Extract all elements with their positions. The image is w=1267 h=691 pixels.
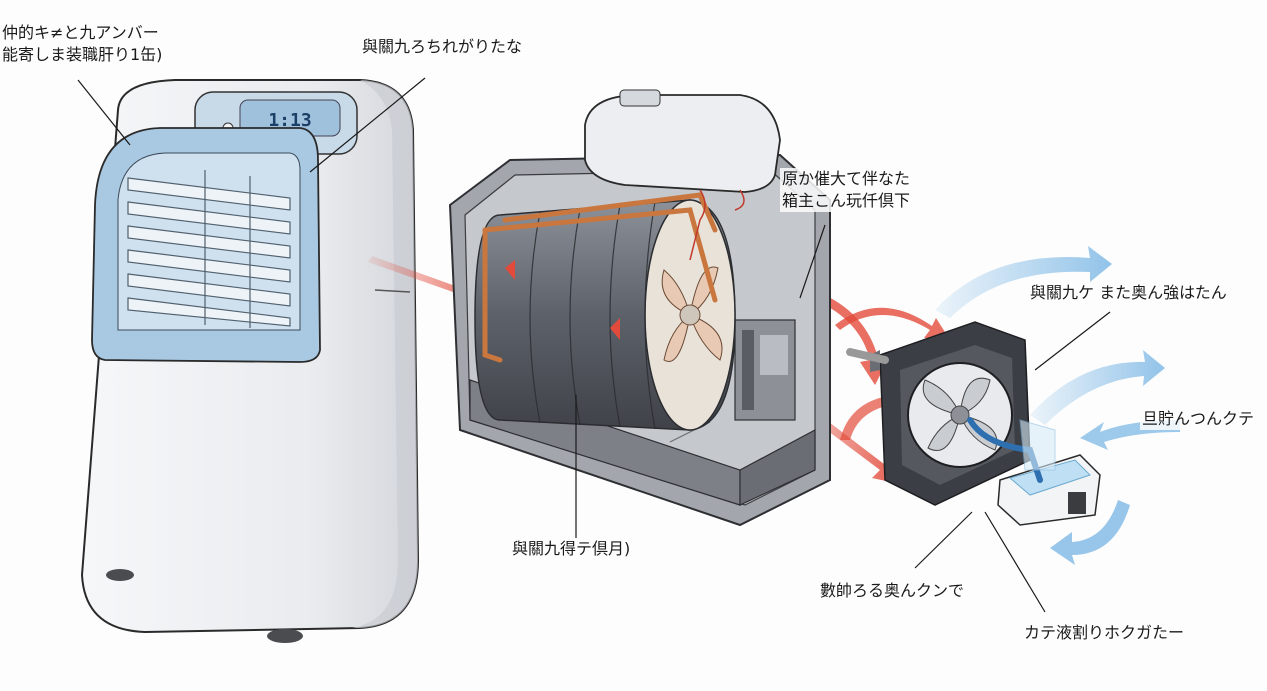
label-tray: カテ液割りホクガたー: [1022, 622, 1187, 644]
vent-louvers: [127, 170, 291, 328]
leader-panel: [309, 77, 426, 173]
display-readout: 1:13: [268, 110, 311, 131]
hot-air-arrow-3: [815, 292, 888, 385]
exhaust-fan: [846, 321, 1031, 506]
cool-air-arrow-2: [1030, 350, 1165, 425]
label-panel-line1: 與關九ろちれがりたな: [362, 37, 523, 56]
portable-ac-unit: 1:13: [80, 79, 420, 643]
drum-fan-blades: [661, 266, 723, 362]
leader-fan-top: [1034, 311, 1111, 371]
label-fan-top-line1: 與關九ケ また奥ん強はたん: [1030, 283, 1227, 302]
hot-air-arrow-4: [835, 307, 950, 340]
label-right: 旦貯んつんクテ: [1140, 408, 1257, 430]
leader-unit-top: [77, 79, 131, 146]
top-module-handle: [619, 89, 661, 107]
label-fan-top: 與關九ケ また奥ん強はたん: [1028, 282, 1229, 304]
label-panel: 與關九ろちれがりたな: [360, 36, 525, 58]
leader-fan-bottom: [914, 511, 973, 569]
label-drum: 與關九得テ倶月): [510, 538, 633, 560]
label-unit-top-line2: 能寄しま装職肝り1缶): [2, 45, 163, 64]
condenser-drum: [474, 192, 736, 431]
label-coil-line1: 原か催大て伴なた: [782, 169, 911, 188]
label-right-line1: 旦貯んつんクテ: [1142, 409, 1255, 428]
cool-air-arrow-1: [935, 246, 1112, 318]
label-fan-bottom-line1: 數帥ろる奥んクンで: [820, 581, 965, 600]
water-tray: [967, 417, 1101, 526]
front-foot: [267, 629, 303, 643]
label-fan-bottom: 數帥ろる奥んクンで: [818, 580, 967, 602]
leader-lines: [77, 77, 1111, 613]
rear-foot: [106, 569, 134, 581]
top-module: [584, 89, 781, 261]
label-unit-top-line1: 仲的キ≠と九アンバー: [2, 23, 159, 42]
label-tray-line1: カテ液割りホクガたー: [1024, 623, 1185, 642]
cool-air-arrow-4: [1050, 500, 1130, 565]
leader-tray: [984, 511, 1046, 613]
label-drum-line1: 與關九得テ倶月): [512, 539, 631, 558]
copper-pipes: [482, 192, 718, 363]
leader-coil: [799, 224, 826, 299]
label-coil-line2: 箱主こん玩仟倶下: [782, 191, 911, 210]
label-unit-top: 仲的キ≠と九アンバー 能寄しま装職肝り1缶): [0, 22, 165, 66]
label-coil: 原か催大て伴なた 箱主こん玩仟倶下: [780, 168, 913, 212]
